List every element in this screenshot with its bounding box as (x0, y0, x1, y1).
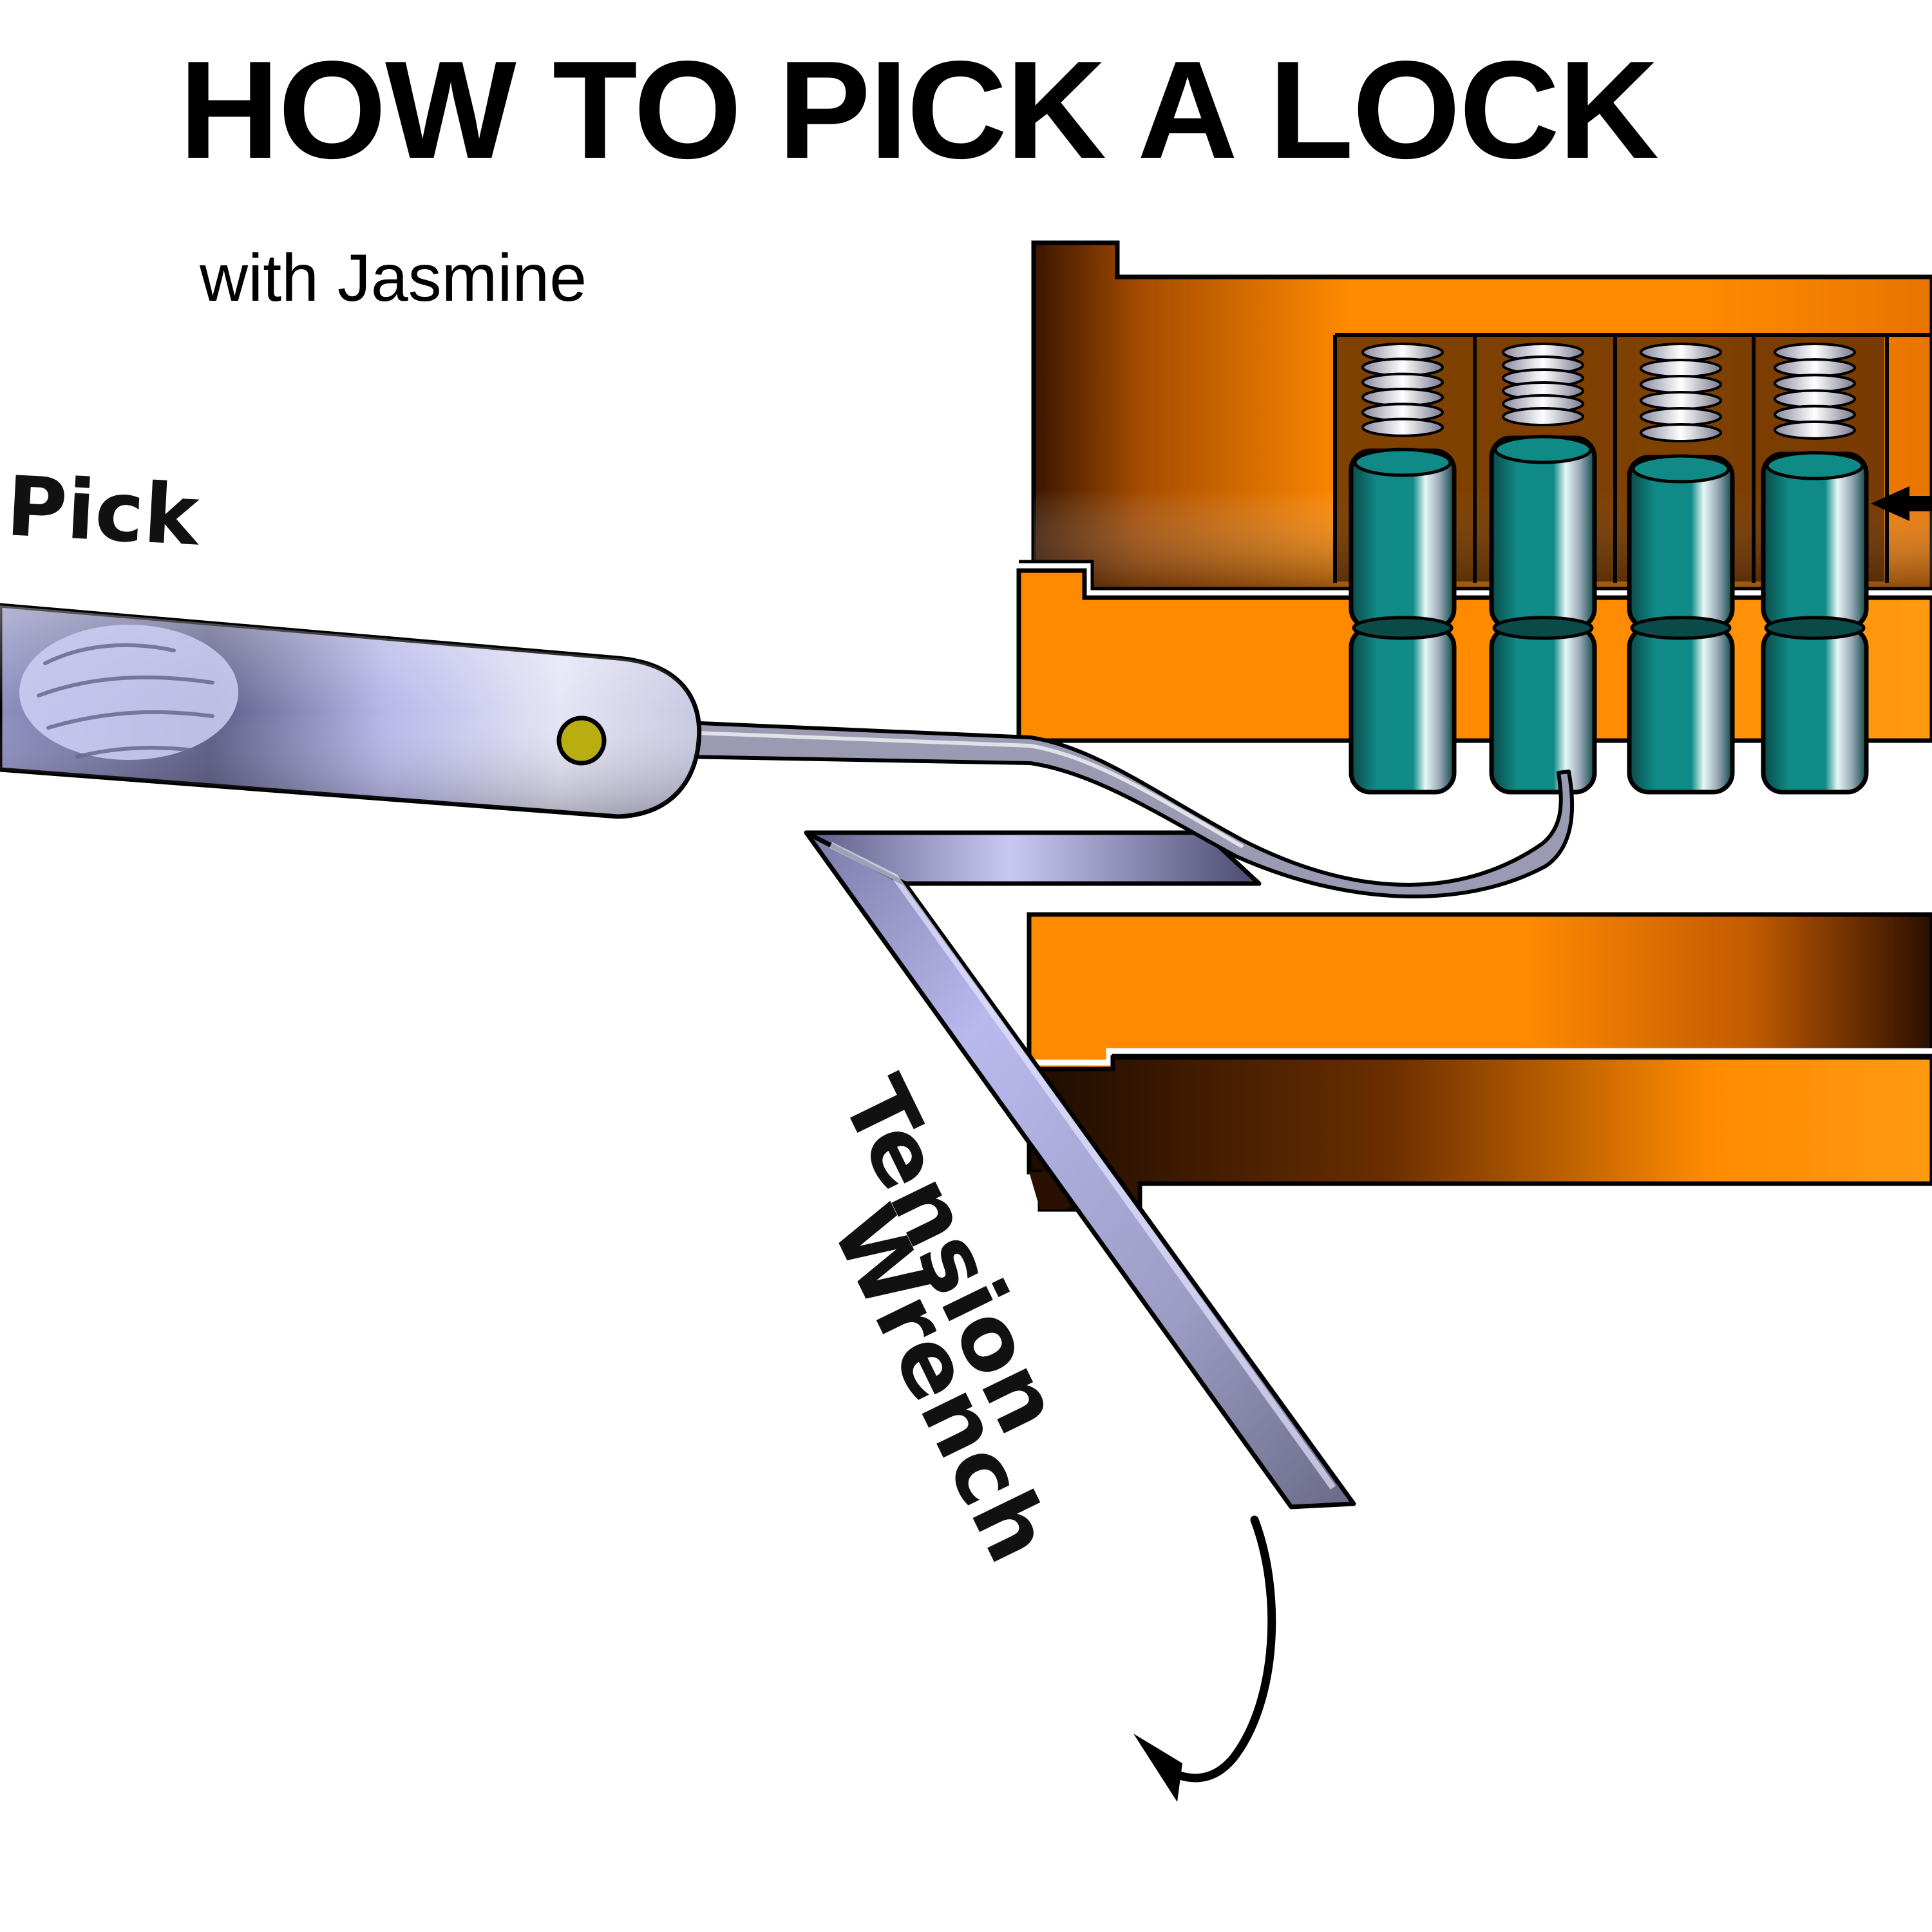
pins (1349, 435, 1869, 795)
spring-coil (1640, 407, 1722, 426)
key-pin (1761, 625, 1869, 795)
page-subtitle: with Jasmine (200, 241, 587, 316)
page-title: HOW TO PICK A LOCK (179, 32, 1659, 187)
spring-coil (1774, 374, 1856, 393)
pin-stacks (1333, 333, 1932, 795)
key-pin (1489, 625, 1597, 795)
pin-split (1492, 616, 1594, 640)
spring-coil (1640, 375, 1722, 394)
spring-coil (1502, 407, 1584, 426)
spring-coil (1774, 389, 1856, 409)
spring-coil (1640, 391, 1722, 410)
spring-coil (1361, 417, 1444, 437)
lock-pick (0, 603, 1575, 899)
driver-pin-top (1765, 451, 1864, 480)
rotation-arrow-icon (1133, 1515, 1276, 1802)
spring-coil (1774, 420, 1856, 440)
driver-pin-top (1493, 435, 1593, 464)
key-pin (1627, 625, 1735, 795)
driver-pin (1489, 435, 1597, 630)
spring-coil (1774, 343, 1856, 362)
lock-pick-blade (684, 721, 1575, 899)
spring-coil (1774, 358, 1856, 378)
pin-split (1764, 616, 1866, 640)
spring-coil (1774, 404, 1856, 424)
spring-coil (1640, 423, 1722, 442)
pick-label: Pick (4, 459, 203, 565)
lock-pick-pivot (556, 715, 607, 766)
lock-pick-grip (19, 625, 238, 760)
tension-wrench (804, 830, 1356, 1510)
driver-pin (1349, 448, 1457, 630)
spring-coil (1640, 359, 1722, 378)
pin-split (1630, 616, 1732, 640)
lock-housing-lower (1027, 912, 1932, 1072)
pin-split (1352, 616, 1454, 640)
driver-pin-top (1631, 454, 1730, 484)
springs (1361, 343, 1856, 442)
spring-coil (1640, 343, 1722, 362)
driver-pin-top (1353, 448, 1452, 477)
pin-arrow-icon (1871, 486, 1932, 521)
key-pin (1349, 625, 1457, 795)
